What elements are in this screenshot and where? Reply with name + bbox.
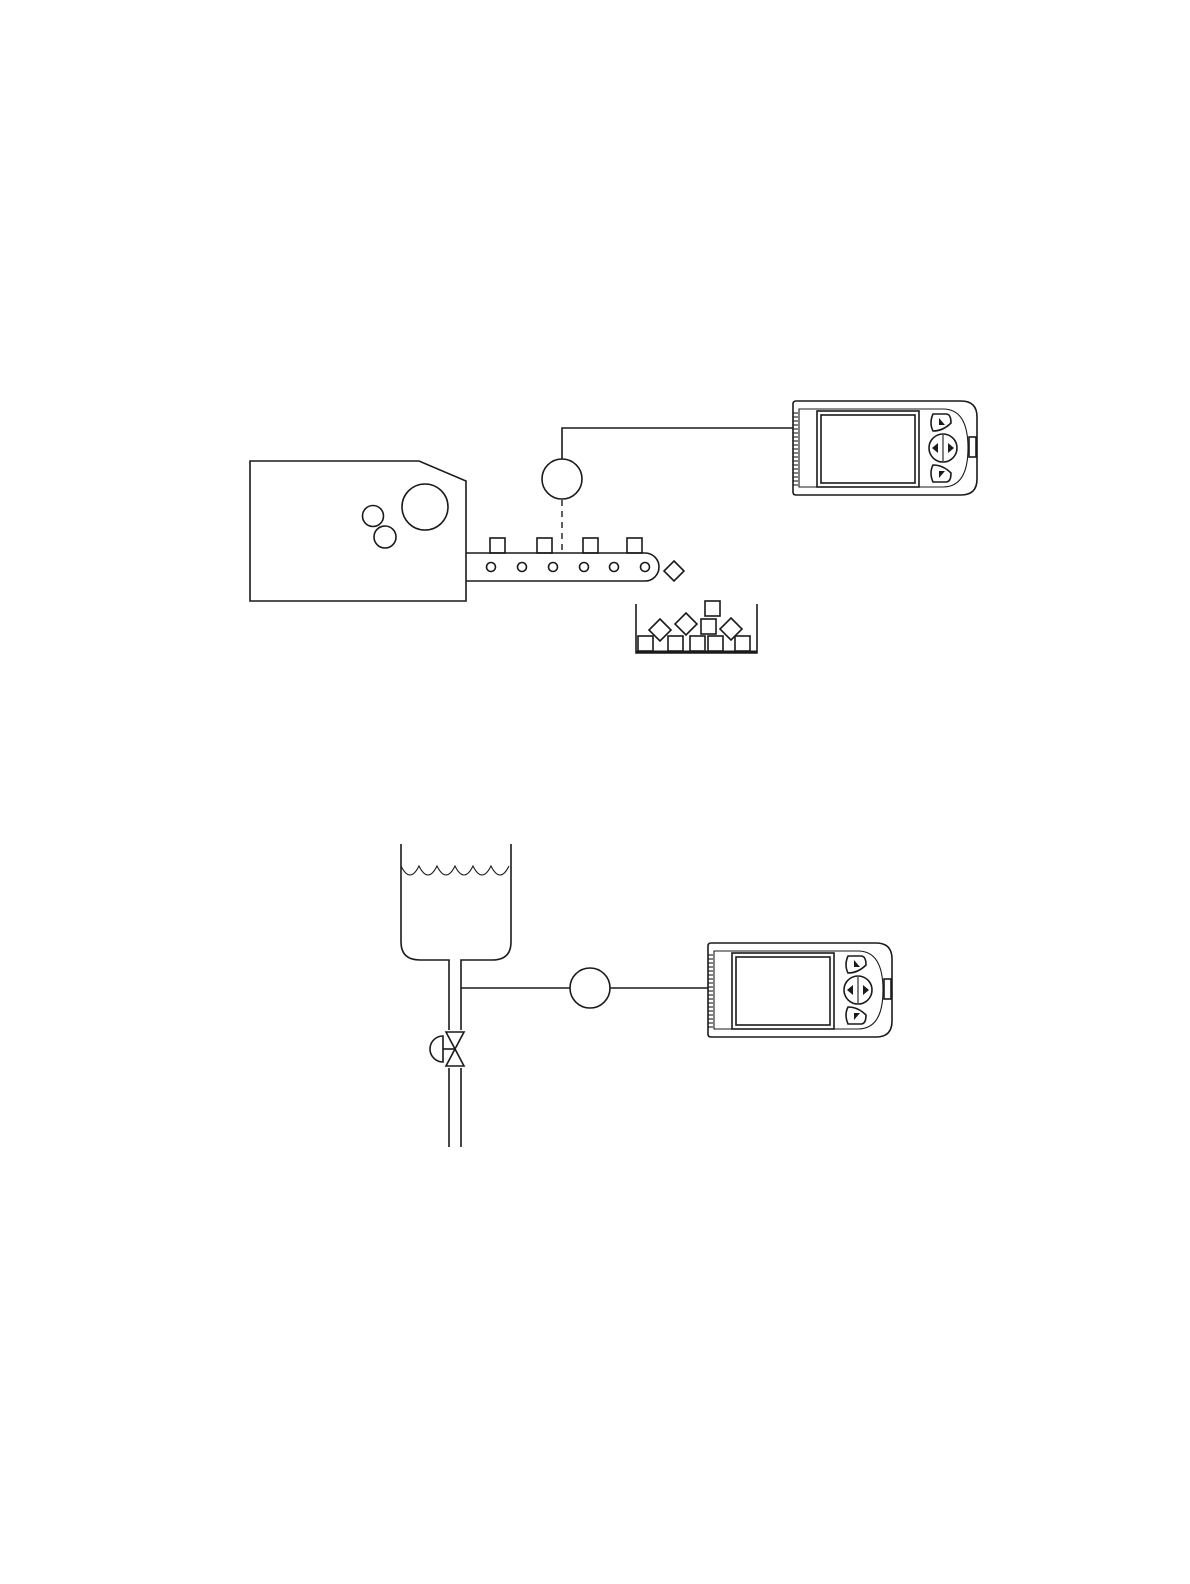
tank-diagram <box>401 844 892 1147</box>
valve-icon <box>430 1030 465 1068</box>
conveyor-rollers <box>487 563 650 572</box>
conveyor-diagram <box>250 401 977 653</box>
panel-indicator-icon <box>793 401 977 495</box>
panel-indicator-icon <box>708 943 892 1037</box>
conveyor-belt <box>466 538 684 581</box>
collection-bin <box>636 601 757 653</box>
liquid-surface <box>401 866 509 875</box>
liquid-tank <box>401 844 511 1147</box>
sensor-circle-icon <box>570 968 610 1008</box>
process-machine <box>250 461 466 601</box>
signal-line <box>562 428 793 459</box>
conveyor-items <box>490 538 642 553</box>
sensor-circle-icon <box>542 459 582 550</box>
falling-item <box>664 561 684 581</box>
